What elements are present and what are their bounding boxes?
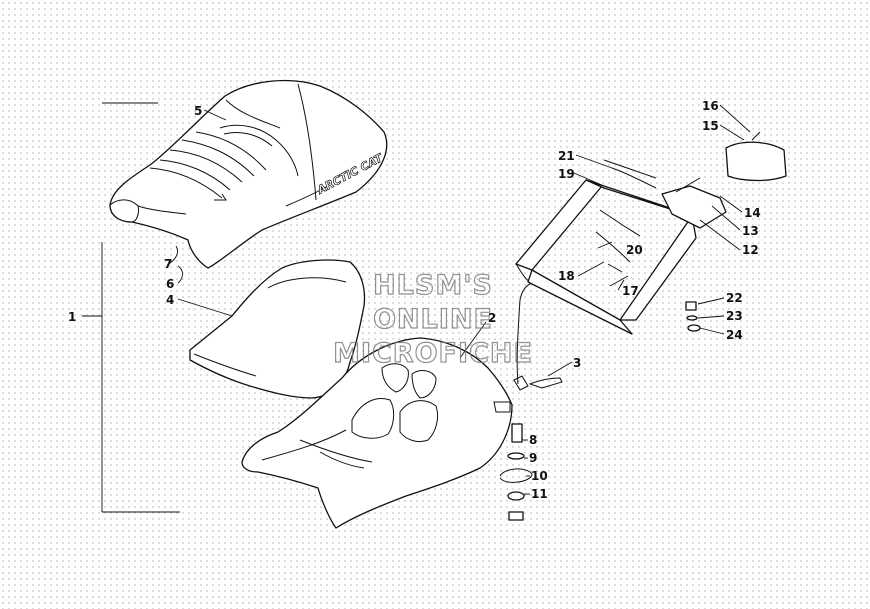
callout-14: 14 — [744, 206, 761, 220]
callout-11: 11 — [531, 487, 548, 501]
seat-cover-part: ARCTIC CAT — [109, 79, 388, 269]
leader-lines — [167, 104, 751, 495]
callout-15: 15 — [702, 119, 719, 133]
callout-1: 1 — [68, 310, 76, 324]
callout-19: 19 — [558, 167, 575, 181]
callout-18: 18 — [558, 269, 575, 283]
callout-5: 5 — [194, 104, 202, 118]
watermark-line-1: HLSM'S — [373, 270, 493, 301]
callout-22: 22 — [726, 291, 743, 305]
assembly-bracket — [82, 102, 180, 513]
callout-24: 24 — [726, 328, 743, 342]
callout-17: 17 — [622, 284, 639, 298]
wire-harness — [516, 283, 531, 385]
callout-2: 2 — [488, 311, 496, 325]
callout-7: 7 — [164, 257, 172, 271]
seat-foam-part — [189, 259, 366, 399]
callout-12: 12 — [742, 243, 759, 257]
watermark: HLSM'S ONLINE MICROFICHE — [332, 269, 533, 369]
watermark-line-2: ONLINE — [373, 304, 493, 335]
wire-connector — [513, 375, 529, 391]
callout-labels: 1 2 3 4 5 6 7 8 9 10 11 12 13 14 15 16 1… — [68, 99, 761, 501]
callout-8: 8 — [529, 433, 537, 447]
callout-9: 9 — [529, 451, 537, 465]
callout-10: 10 — [531, 469, 548, 483]
callout-3: 3 — [573, 356, 581, 370]
callout-4: 4 — [166, 293, 174, 307]
callout-13: 13 — [742, 224, 759, 238]
callout-16: 16 — [702, 99, 719, 113]
seat-base-part — [241, 337, 513, 529]
fastener-part-3 — [528, 377, 563, 389]
hardware-parts — [499, 301, 701, 521]
watermark-line-3: MICROFICHE — [333, 338, 533, 369]
callout-6: 6 — [166, 277, 174, 291]
callout-23: 23 — [726, 309, 743, 323]
tail-light-bracket-assembly — [515, 131, 787, 335]
callout-20: 20 — [626, 243, 643, 257]
callout-21: 21 — [558, 149, 575, 163]
